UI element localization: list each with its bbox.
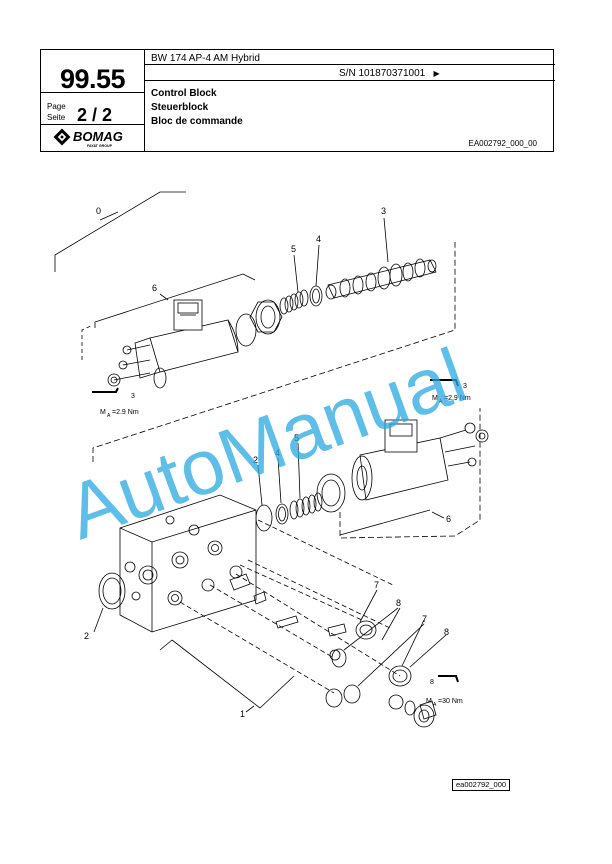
watermark-text: AutoManual: [56, 331, 477, 556]
spring-upper: [279, 289, 309, 315]
callout-6-upper: 6: [152, 283, 157, 293]
hex-key-right-label: 3: [463, 383, 467, 390]
solenoid-upper: [107, 299, 257, 389]
callout-0: 0: [96, 206, 101, 216]
callout-4-upper: 4: [316, 234, 321, 244]
title-en: Control Block: [151, 88, 217, 99]
callout-5-upper: 5: [291, 244, 296, 254]
header-divider: [144, 64, 555, 65]
callout-7-lower: 7: [422, 614, 427, 624]
page-label-en: Page: [47, 102, 66, 111]
callout-8-upper: 8: [396, 598, 401, 608]
svg-text:=30 Nm: =30 Nm: [438, 698, 463, 705]
header-divider: [41, 92, 144, 93]
spool-upper: [325, 258, 437, 300]
svg-text:M: M: [426, 698, 432, 705]
group-bracket-6a: [94, 273, 256, 328]
control-block: [119, 494, 257, 633]
torque-bottom: M A =30 Nm: [426, 698, 463, 708]
callout-8-lower: 8: [444, 627, 449, 637]
svg-text:M: M: [100, 409, 106, 416]
solenoid-right: [351, 419, 489, 501]
callout-5-right: 5: [294, 433, 299, 443]
svg-text:A: A: [107, 413, 111, 419]
svg-text:=2.9 Nm: =2.9 Nm: [444, 395, 471, 402]
inner-parts: [229, 573, 347, 661]
title-fr: Bloc de commande: [151, 116, 243, 127]
svg-text:FAYAT GROUP: FAYAT GROUP: [87, 144, 113, 148]
callout-1: 1: [240, 709, 245, 719]
bomag-logo: BOMAG FAYAT GROUP: [53, 128, 123, 148]
spring-right: [289, 492, 323, 520]
callout-3: 3: [381, 206, 386, 216]
header-block: 99.55 Page Seite 2 / 2 BOMAG FAYAT GROUP…: [40, 49, 555, 152]
oring-right: [275, 503, 289, 525]
model-name: BW 174 AP-4 AM Hybrid: [151, 53, 260, 64]
torque-right: M A =2.9 Nm: [432, 395, 471, 405]
svg-text:BOMAG: BOMAG: [73, 129, 123, 144]
hex-key-bottom-label: 8: [430, 679, 434, 686]
nut-upper: [249, 299, 283, 335]
header-divider: [144, 80, 555, 81]
torque-left: M A =2.9 Nm: [100, 409, 139, 419]
seal-rings: [325, 620, 437, 728]
callout-4-right: 4: [275, 448, 280, 458]
oring-left: [98, 572, 126, 610]
callout-7-upper: 7: [374, 580, 379, 590]
title-de: Steuerblock: [151, 102, 209, 113]
explode-lines: [179, 519, 401, 694]
serial-number: S/N 101870371001 ▶: [339, 68, 440, 79]
svg-text:=2.9 Nm: =2.9 Nm: [112, 409, 139, 416]
callout-6-right: 6: [446, 514, 451, 524]
header-divider: [144, 50, 145, 151]
callout-2-left: 2: [84, 631, 89, 641]
doc-id: EA002792_000_00: [468, 139, 537, 148]
svg-text:M: M: [432, 395, 438, 402]
svg-text:A: A: [433, 702, 437, 708]
page-number: 2 / 2: [77, 105, 113, 125]
group-bracket-0: [54, 191, 186, 272]
hex-key-left-label: 3: [131, 393, 135, 400]
figure-reference: ea002792_000: [452, 779, 511, 791]
svg-text:A: A: [439, 399, 443, 405]
section-code: 99.55: [59, 64, 126, 94]
header-divider: [41, 124, 144, 125]
serial-arrow-icon: ▶: [433, 69, 440, 78]
page-label-de: Seite: [47, 113, 66, 122]
callout-2-right: 2: [253, 455, 258, 465]
